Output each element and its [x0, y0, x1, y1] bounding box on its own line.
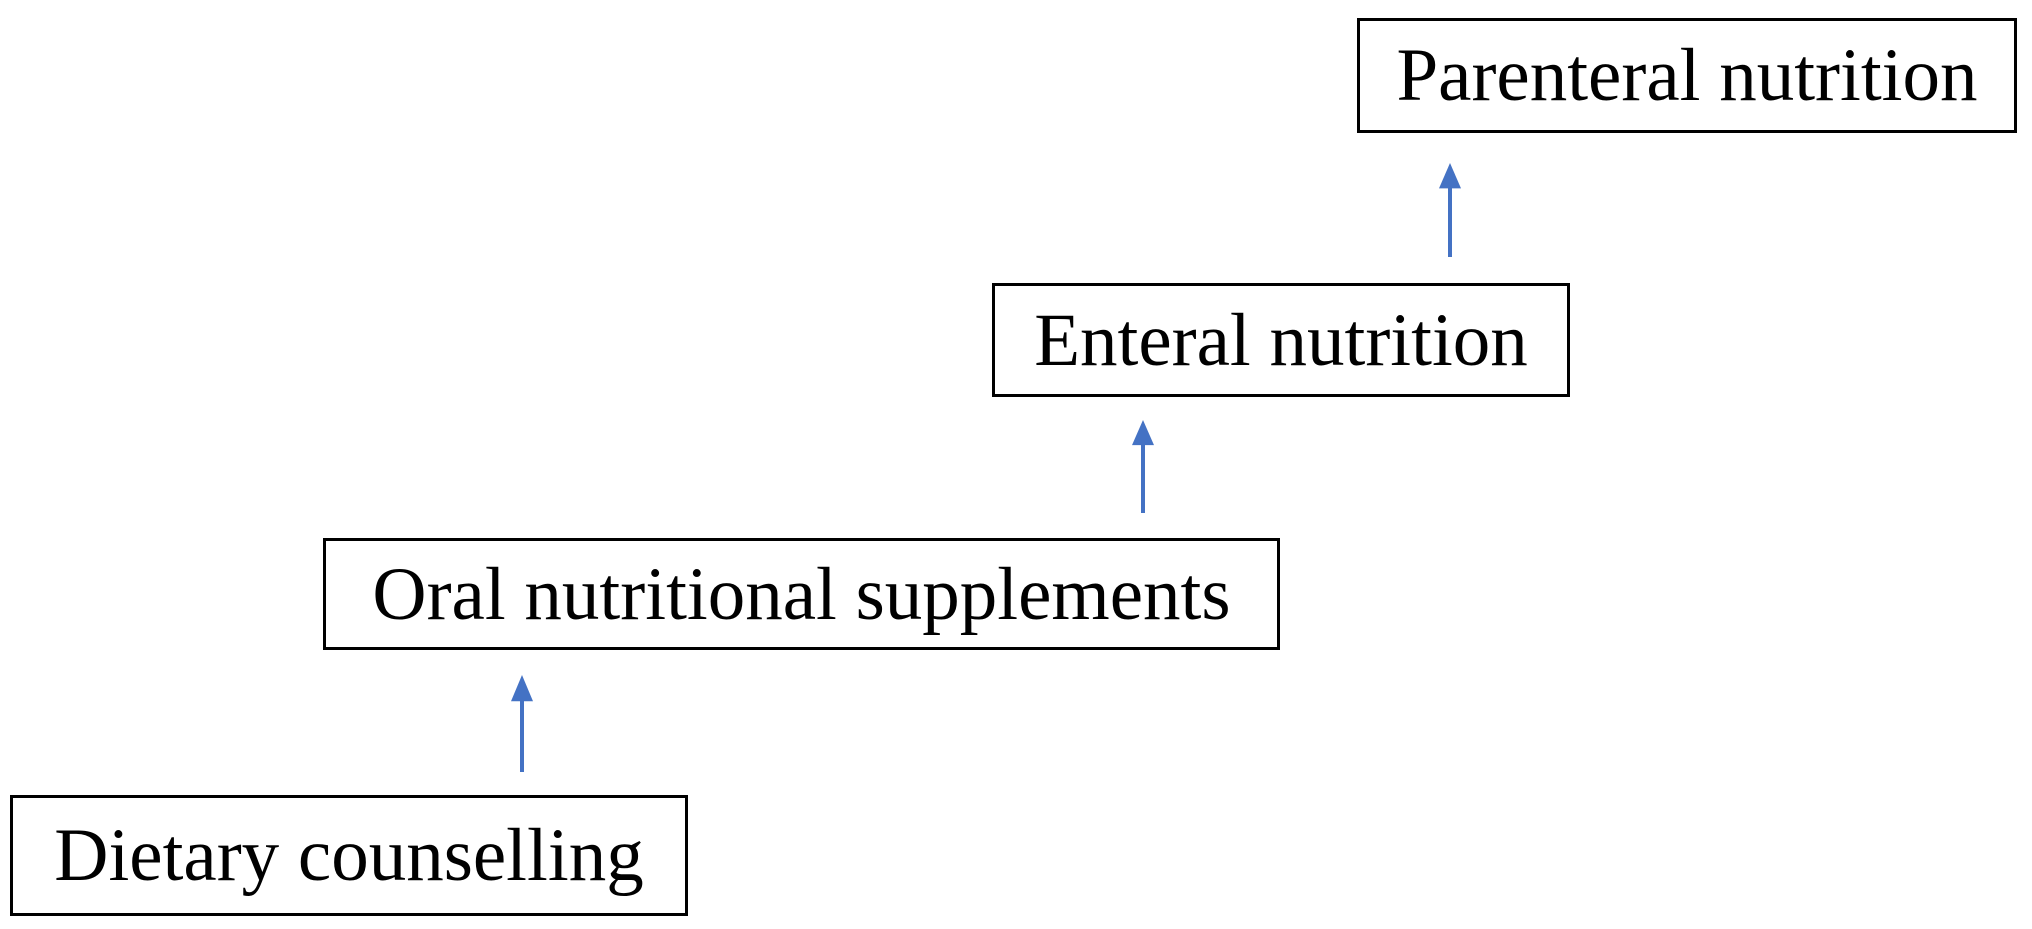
arrow-up-icon — [511, 675, 533, 772]
step-box-oral-nutritional-supplements: Oral nutritional supplements — [323, 538, 1280, 650]
step-box-enteral-nutrition: Enteral nutrition — [992, 283, 1570, 397]
arrow-up-icon — [1439, 163, 1461, 257]
step-label: Parenteral nutrition — [1396, 34, 1978, 117]
step-box-dietary-counselling: Dietary counselling — [10, 795, 688, 916]
step-box-parenteral-nutrition: Parenteral nutrition — [1357, 18, 2017, 133]
connector-enteral-to-parenteral — [1435, 163, 1465, 257]
connector-dietary-to-oral — [507, 675, 537, 772]
step-label: Oral nutritional supplements — [372, 552, 1231, 636]
connector-oral-to-enteral — [1128, 420, 1158, 513]
step-label: Enteral nutrition — [1034, 298, 1528, 382]
step-label: Dietary counselling — [54, 814, 644, 897]
arrow-up-icon — [1132, 420, 1154, 513]
